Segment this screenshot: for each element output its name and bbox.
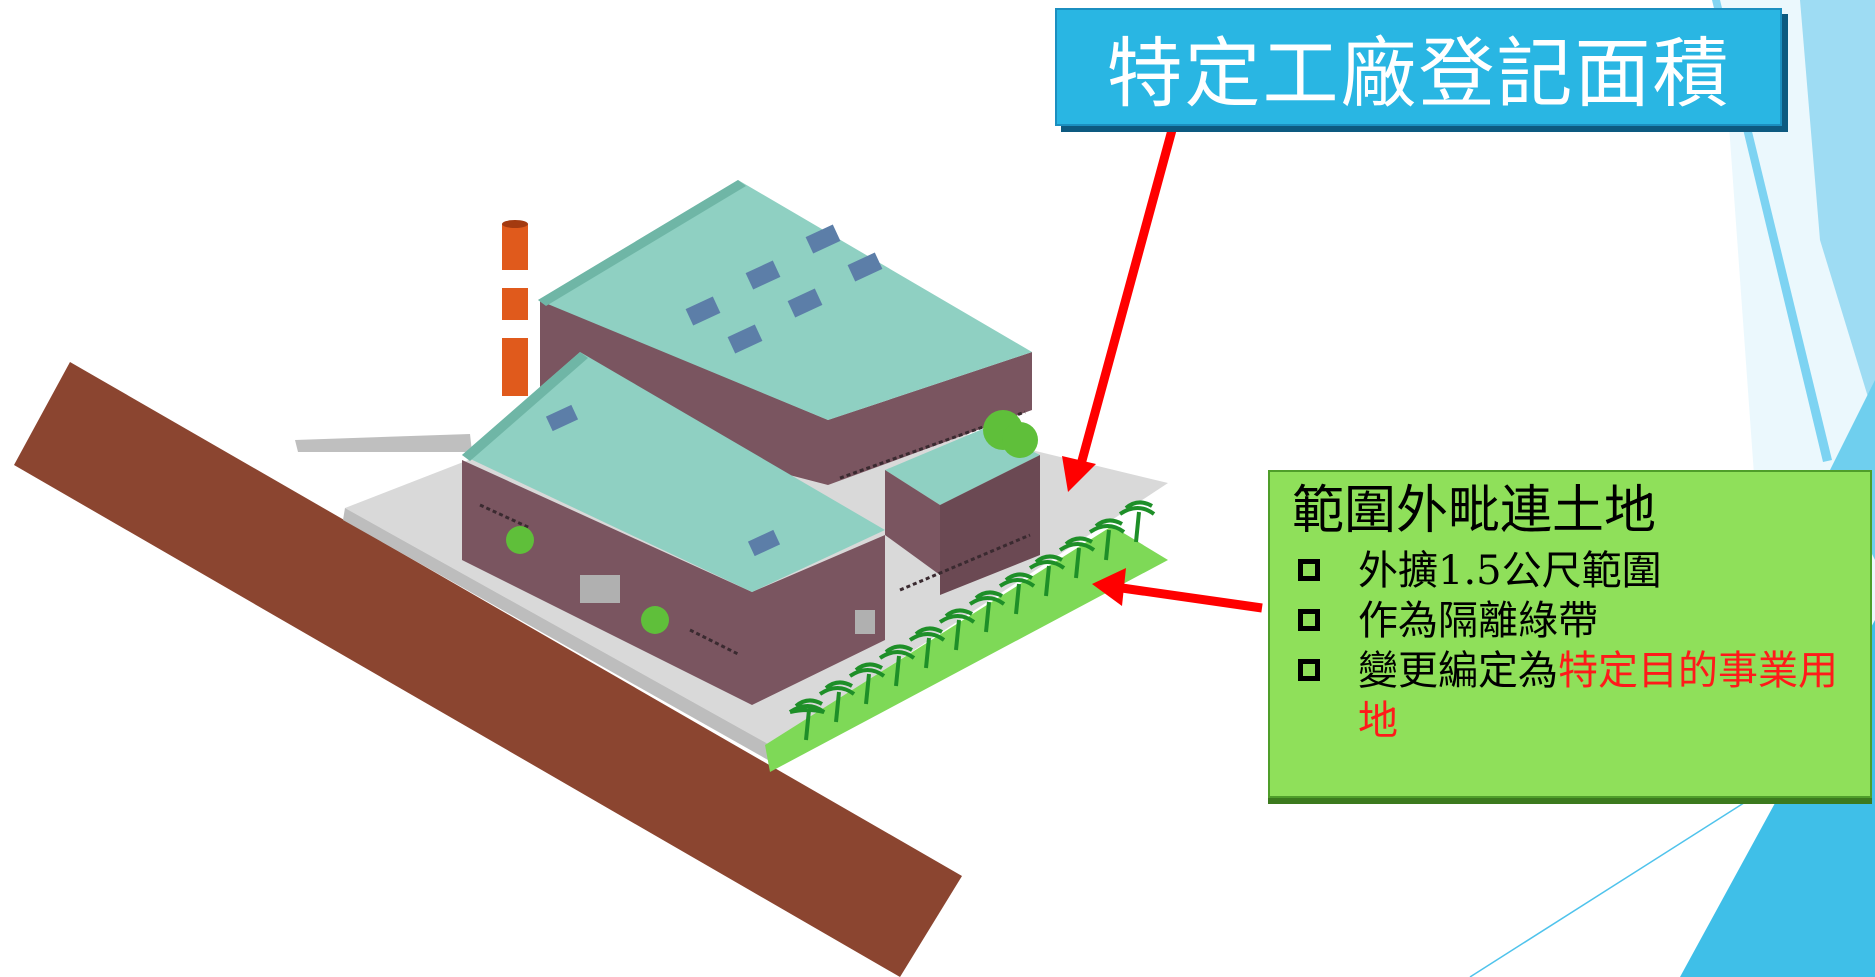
palm-tree-icon [878, 644, 916, 687]
road [14, 362, 962, 977]
info-list: 外擴1.5公尺範圍 作為隔離綠帶 變更編定為特定目的事業用地 [1292, 546, 1856, 746]
palm-tree-icon [1088, 518, 1126, 561]
list-item-text: 變更編定為 [1358, 648, 1558, 694]
info-heading: 範圍外毗連土地 [1292, 481, 1657, 541]
red-arrow-icon [1062, 128, 1177, 492]
palm-tree-icon [848, 662, 886, 705]
palm-tree-icon [968, 590, 1006, 633]
palm-tree-icon [1028, 554, 1066, 597]
info-box: 範圍外毗連土地 外擴1.5公尺範圍 作為隔離綠帶 變更編定為特定目的事業用地 [1268, 470, 1872, 798]
list-item-text: 作為隔離綠帶 [1358, 598, 1598, 644]
title-box: 特定工廠登記面積 [1055, 8, 1782, 126]
palm-tree-row [788, 500, 1156, 741]
square-bullet-icon [1298, 609, 1320, 631]
palm-tree-icon [818, 680, 856, 723]
list-item: 作為隔離綠帶 [1292, 596, 1856, 646]
square-bullet-icon [1298, 659, 1320, 681]
red-arrow-icon [1092, 568, 1263, 613]
palm-tree-icon [1058, 536, 1096, 579]
list-item: 外擴1.5公尺範圍 [1292, 546, 1856, 596]
factory-illustration [295, 180, 1168, 772]
palm-tree-icon [938, 608, 976, 651]
chimney [502, 220, 528, 396]
palm-tree-icon [998, 572, 1036, 615]
palm-tree-icon [788, 698, 826, 741]
list-item: 變更編定為特定目的事業用地 [1292, 646, 1856, 746]
back-roof [538, 180, 1032, 420]
list-item-text: 外擴1.5公尺範圍 [1358, 548, 1662, 594]
palm-tree-icon [1118, 500, 1156, 543]
palm-tree-icon [908, 626, 946, 669]
square-bullet-icon [1298, 559, 1320, 581]
title-text: 特定工廠登記面積 [1106, 29, 1731, 118]
list-item-highlight: 特定目的事業用地 [1358, 648, 1838, 744]
green-strip [765, 526, 1168, 772]
